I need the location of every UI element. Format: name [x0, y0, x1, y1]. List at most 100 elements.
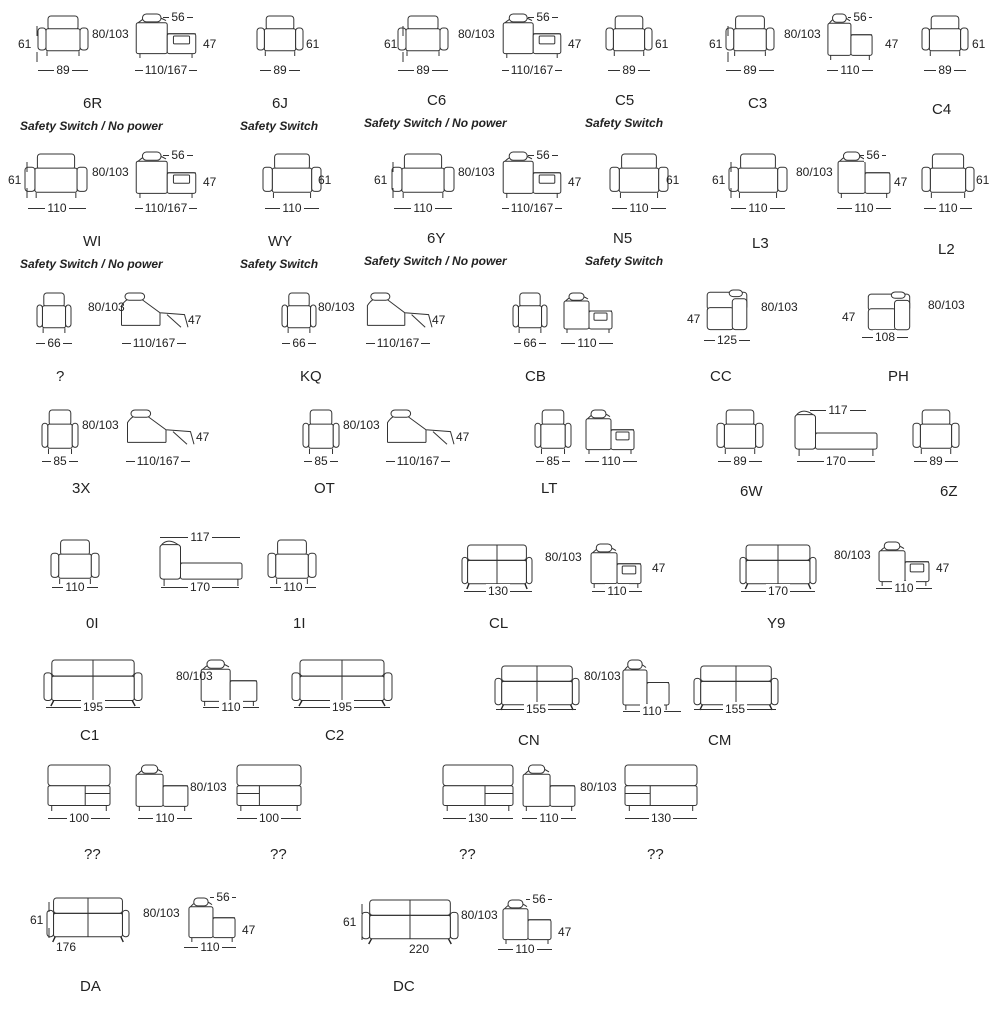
dimension-value: 89	[927, 454, 945, 468]
dimension-value: 47	[203, 175, 217, 189]
dimension-width: 110/167	[366, 336, 430, 350]
dimension-tick	[36, 26, 38, 62]
dimension-value: 80/103	[761, 300, 798, 314]
dimension-value: 80/103	[545, 550, 582, 564]
module-drawing-sofa2	[46, 897, 130, 943]
module-drawing-front	[921, 153, 975, 198]
dimension-value: 155	[722, 702, 748, 716]
dimension-value: 110/167	[508, 201, 556, 215]
dimension-value: 89	[936, 63, 954, 77]
dimension-width: 85	[42, 454, 78, 468]
dimension-width: 195	[46, 700, 140, 714]
dimension-value: 56	[534, 148, 552, 162]
module-drawing-front	[37, 15, 89, 56]
module-drawing-corner	[706, 289, 748, 331]
dimension-width: 130	[625, 811, 697, 825]
dimension-width: 195	[294, 700, 390, 714]
dimension-value: 89	[741, 63, 759, 77]
dimension-width: 110	[561, 336, 613, 350]
dimension-value: 110	[411, 201, 435, 215]
dimension-value: 130	[465, 811, 491, 825]
dimension-value: 195	[329, 700, 355, 714]
dimension-value: 47	[885, 37, 899, 51]
dimension-width: 89	[608, 63, 650, 77]
dimension-value: 110	[153, 811, 177, 825]
dimension-value: 195	[80, 700, 106, 714]
dimension-value: 110	[63, 580, 87, 594]
dimension-value: 56	[534, 10, 552, 24]
module-code: DC	[393, 978, 415, 995]
module-drawing-sofa2	[739, 544, 817, 590]
dimension-width: 117	[160, 530, 240, 544]
dimension-value: 110	[198, 940, 222, 954]
module-drawing-front	[256, 15, 304, 56]
dimension-width: 110/167	[122, 336, 186, 350]
module-drawing-side	[837, 151, 891, 198]
dimension-width: 110	[731, 201, 785, 215]
module-drawing-front	[281, 292, 317, 333]
dimension-width: 110/167	[502, 63, 562, 77]
module-drawing-sofa3	[291, 659, 393, 707]
dimension-value: 80/103	[784, 27, 821, 41]
dimension-width: 56	[210, 890, 236, 904]
module-drawing-front	[534, 409, 572, 454]
module-code: 6R	[83, 95, 103, 112]
dimension-value: 110	[838, 63, 862, 77]
dimension-width: 110	[28, 201, 86, 215]
dimension-value: 47	[242, 923, 256, 937]
dimension-value: 89	[414, 63, 432, 77]
dimension-value: 66	[45, 336, 63, 350]
dimension-height: 61	[374, 173, 388, 187]
module-drawing-side	[502, 899, 552, 944]
dimension-value: 47	[196, 430, 210, 444]
module-drawing-chaise	[794, 410, 878, 456]
dimension-value: 80/103	[458, 27, 495, 41]
module-drawing-front	[24, 153, 88, 198]
module-code: ??	[84, 846, 101, 863]
dimension-height: 61	[384, 37, 398, 51]
dimension-value: 110/167	[134, 454, 182, 468]
dimension-width: 89	[924, 63, 966, 77]
module-note: Safety Switch	[240, 257, 319, 271]
module-code: ?	[56, 368, 65, 385]
module-code: WI	[83, 233, 102, 250]
dimension-value: 66	[290, 336, 308, 350]
dimension-tick	[727, 26, 729, 62]
module-code: CC	[710, 368, 732, 385]
dimension-width: 110	[52, 580, 98, 594]
module-drawing-side	[188, 897, 236, 942]
module-code: DA	[80, 978, 101, 995]
dimension-value: 110	[627, 201, 651, 215]
module-code: CM	[708, 732, 732, 749]
dimension-height: 61	[712, 173, 726, 187]
dimension-value: 80/103	[343, 418, 380, 432]
module-drawing-sofa2	[461, 544, 533, 590]
module-code: OT	[314, 480, 335, 497]
dimension-value: 110	[513, 942, 537, 956]
dimension-value: 220	[409, 942, 430, 956]
dimension-value: 100	[256, 811, 282, 825]
dimension-value: 85	[51, 454, 69, 468]
module-drawing-chaiseR	[624, 764, 698, 811]
dimension-value: 130	[648, 811, 674, 825]
dimension-width: 66	[36, 336, 72, 350]
module-drawing-recl	[366, 292, 433, 328]
dimension-value: 80/103	[92, 27, 129, 41]
module-drawing-rside	[135, 13, 197, 58]
dimension-value: 110/167	[508, 63, 556, 77]
module-code: 1I	[293, 615, 306, 632]
dimension-value: 110	[852, 201, 876, 215]
dimension-value: 110	[640, 704, 664, 718]
module-code: C4	[932, 101, 952, 118]
dimension-value: 56	[851, 10, 869, 24]
module-drawing-recl	[127, 409, 195, 445]
dimension-value: 47	[894, 175, 908, 189]
dimension-width: 56	[528, 10, 558, 24]
dimension-width: 110	[837, 201, 891, 215]
dimension-width: 155	[694, 702, 776, 716]
dimension-value: 155	[523, 702, 549, 716]
dimension-width: 110	[623, 704, 681, 718]
dimension-value: 66	[521, 336, 539, 350]
dimension-value: 110	[599, 454, 623, 468]
module-code: C2	[325, 727, 345, 744]
